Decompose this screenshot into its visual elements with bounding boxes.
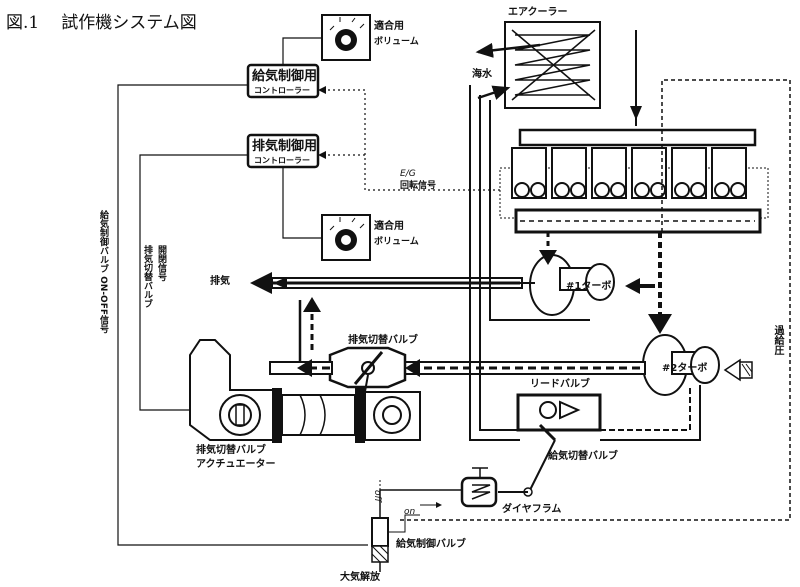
supply-valve-signal-label: 給気制御バルブ ON-OFF信号 — [98, 210, 108, 333]
atmosphere-release-label: 大気解放 — [340, 572, 380, 583]
seawater-flow — [475, 42, 541, 100]
exhaust-controller-sub: コントローラー — [254, 156, 310, 165]
controller-wiring — [117, 37, 368, 546]
adjust-volume-top-sub: ボリューム — [374, 37, 419, 47]
supply-switch-valve-label: 給気切替バルブ — [548, 451, 618, 462]
supply-control-valve — [371, 480, 462, 572]
boost-pressure-line — [400, 79, 791, 521]
adjust-volume-bottom-sub: ボリューム — [374, 237, 419, 247]
figure-number: 図.1 — [6, 13, 40, 33]
seawater-label: 海水 — [472, 69, 492, 80]
actuator-label-2: アクチュエーター — [196, 459, 276, 470]
on-label: on — [404, 507, 416, 517]
exhaust-valve-signal-label-2: 開閉信号 — [156, 245, 166, 281]
air-cooler — [504, 21, 601, 109]
turbo-1 — [529, 232, 655, 316]
eg-rpm-label: 回転信号 — [400, 181, 437, 191]
exhaust-switch-valve-label: 排気切替バルブ — [348, 335, 418, 346]
turbo1-label: #1ターボ — [566, 281, 612, 292]
actuator-label-1: 排気切替バルブ — [196, 445, 266, 456]
eg-signal-lines — [320, 89, 500, 191]
off-label: off — [372, 490, 382, 503]
reed-valve-label: リードバルブ — [530, 379, 590, 390]
actuator — [189, 339, 421, 443]
exhaust-valve-signal-label-1: 排気切替バルブ — [142, 245, 152, 308]
supply-switch-linkage — [498, 439, 556, 497]
exhaust-label: 排気 — [210, 276, 230, 287]
eg-label: E/G — [400, 169, 416, 179]
diaphragm — [460, 467, 498, 508]
supply-controller-label: 給気制御用 — [252, 69, 318, 84]
turbo-2 — [642, 232, 753, 396]
boost-pressure-label: 過給圧 — [772, 325, 783, 355]
adjust-knob-bottom — [321, 214, 371, 261]
diaphragm-label: ダイヤフラム — [502, 504, 562, 515]
reed-valve — [516, 393, 602, 442]
figure-title: 図.1 試作機システム図 — [6, 8, 219, 33]
exhaust-controller-label: 排気制御用 — [252, 139, 318, 154]
exhaust-pipes — [250, 272, 646, 389]
figure-title-text: 試作機システム図 — [61, 13, 197, 33]
supply-controller-sub: コントローラー — [254, 86, 310, 95]
adjust-volume-bottom-label: 適合用 — [374, 221, 404, 232]
adjust-volume-top-label: 適合用 — [374, 21, 404, 32]
intake-piping — [469, 85, 701, 441]
adjust-knob-top — [321, 14, 371, 61]
engine-block — [499, 128, 769, 234]
supply-control-valve-label: 給気制御バルブ — [396, 539, 466, 550]
turbo2-label: #2ターボ — [662, 363, 708, 374]
air-cooler-label: エアクーラー — [508, 7, 568, 18]
